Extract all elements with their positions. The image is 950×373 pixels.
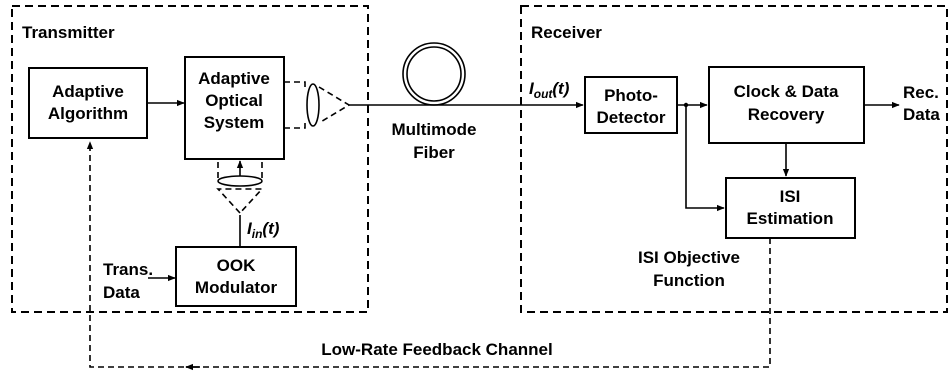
fiber-coil-inner [406,46,462,102]
trans-data-line1: Trans. [103,260,153,279]
i-out-tail: (t) [552,79,569,98]
ook-modulator-line1: OOK [217,256,256,275]
transmitter-title: Transmitter [22,23,115,42]
output-beam-lines [284,81,306,129]
input-beam-cone [216,188,264,215]
receiver-frame [520,5,948,313]
i-in-sub: in [252,227,263,241]
photo-detector-line2: Detector [597,108,666,127]
isi-estimation-line1: ISI [780,187,801,206]
adaptive-optical-system-line1: Adaptive [198,69,270,88]
feedback-path-left [86,141,184,368]
adaptive-algorithm-block [28,67,148,139]
rec-data-line1: Rec. [903,83,939,102]
ook-modulator-block [175,246,297,307]
isi-objective-line1: ISI Objective [638,248,740,267]
adaptive-optical-system-line2: Optical [205,91,263,110]
fiber-label-line2: Fiber [413,143,455,162]
branch-dot [683,102,689,108]
detector-to-isi-arrow [685,105,725,212]
fiber-label-line1: Multimode [392,120,477,139]
clock-data-recovery-block [708,66,865,144]
clock-data-recovery-line2: Recovery [748,105,825,124]
isi-objective-line2: Function [653,271,725,290]
transmitter-frame [11,5,369,313]
fiber-coil-outer [402,42,466,106]
input-beam-lines [217,160,263,178]
adaptive-algorithm-line1: Adaptive [52,82,124,101]
input-lens [217,175,263,187]
i-in-label: Iin(t) [247,219,280,241]
clock-data-recovery-line1: Clock & Data [734,82,839,101]
feedback-label: Low-Rate Feedback Channel [321,340,552,359]
isi-estimation-line2: Estimation [747,209,834,228]
i-out-main: I [529,79,535,98]
i-out-sub: out [534,87,554,101]
i-out-label: Iout(t) [529,79,570,101]
feedback-path-right [186,238,771,368]
adaptive-optical-system-block [184,56,285,160]
adaptive-optical-system-line3: System [204,113,264,132]
isi-estimation-block [725,177,856,239]
i-in-tail: (t) [262,219,279,238]
trans-data-line2: Data [103,283,140,302]
i-in-main: I [247,219,253,238]
ook-modulator-line2: Modulator [195,278,278,297]
photo-detector-line1: Photo- [604,86,658,105]
receiver-title: Receiver [531,23,602,42]
rec-data-line2: Data [903,105,940,124]
output-beam-cone [318,86,351,124]
adaptive-algorithm-line2: Algorithm [48,104,128,123]
output-lens [306,83,320,127]
